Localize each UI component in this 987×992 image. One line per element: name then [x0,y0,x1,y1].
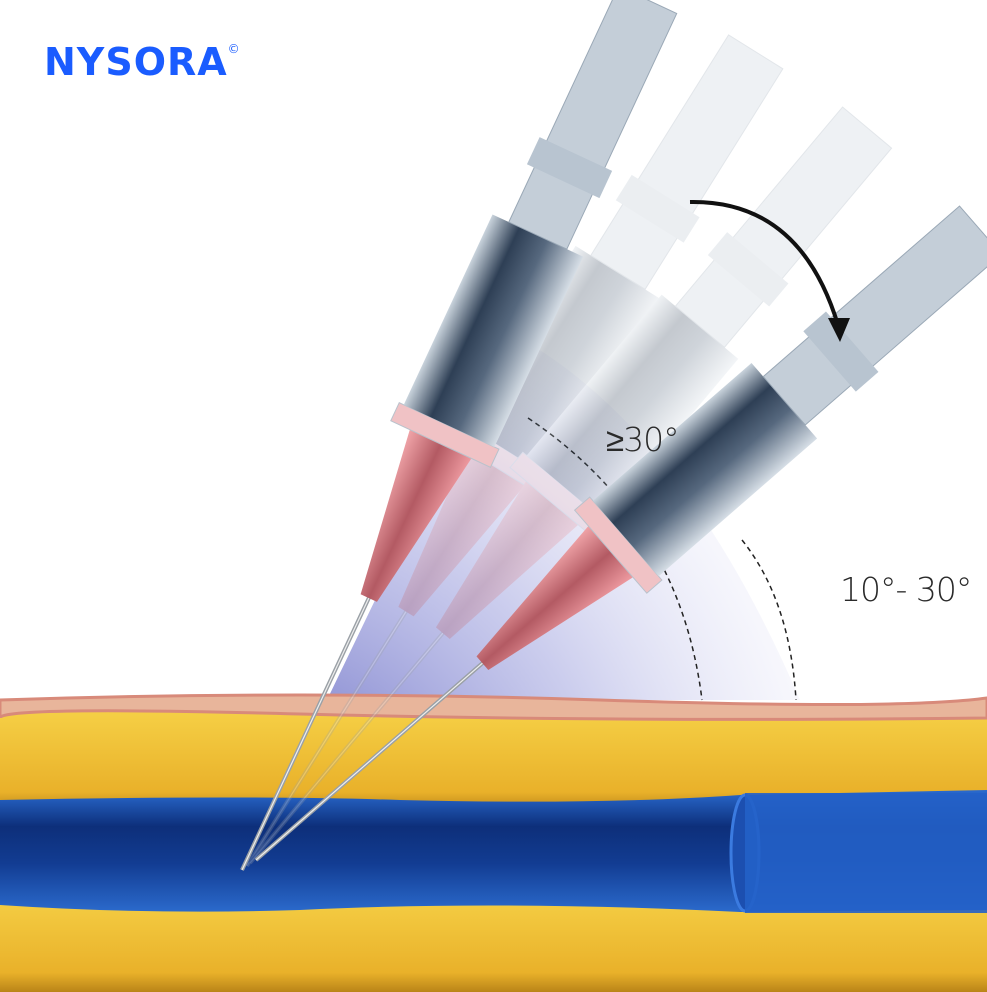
rotation-arrow-icon [689,199,840,326]
nysora-logo: NYSORA© [44,40,241,84]
steep-angle-label: ≥30° [606,420,680,459]
shallow-angle-label: 10°- 30° [840,570,972,609]
skin-layer [0,693,987,721]
angle-fan [250,330,800,860]
logo-text: NYSORA [44,40,228,84]
copyright-mark: © [227,42,241,56]
angle-arc-shallow [741,539,797,701]
